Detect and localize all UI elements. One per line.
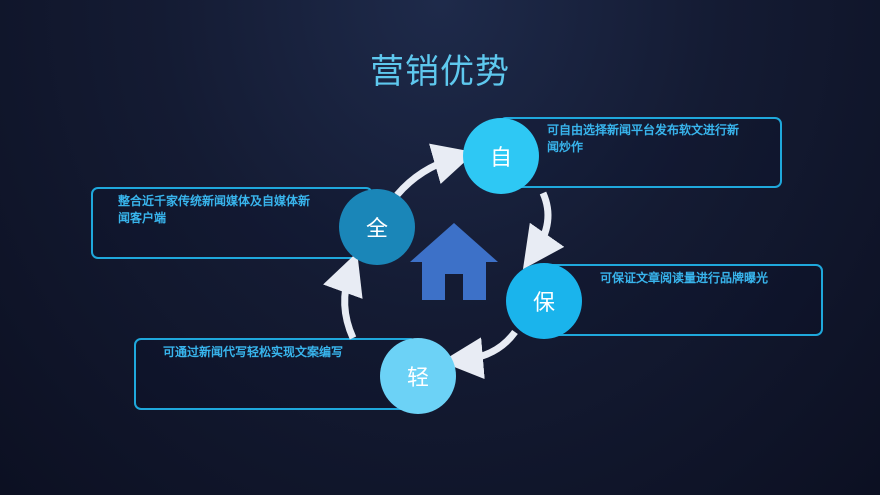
circle-zi: 自 xyxy=(463,118,539,194)
feature-box-bao xyxy=(540,264,823,336)
arrow-zi-to-bao xyxy=(522,191,565,270)
feature-box-quan xyxy=(91,187,373,259)
house-icon xyxy=(410,223,498,300)
feature-text-line: 闻炒作 xyxy=(547,140,584,154)
arrow-qing-to-quan xyxy=(323,252,363,340)
feature-text-quan: 整合近千家传统新闻媒体及自媒体新 闻客户端 xyxy=(118,193,338,227)
circle-quan: 全 xyxy=(339,189,415,265)
feature-text-line: 闻客户端 xyxy=(118,211,167,225)
feature-box-qing xyxy=(134,338,417,410)
circle-quan-label: 全 xyxy=(365,217,388,242)
feature-text-line: 整合近千家传统新闻媒体及自媒体新 xyxy=(118,194,311,208)
feature-text-line: 可保证文章阅读量进行品牌曝光 xyxy=(600,271,769,285)
feature-text-line: 可自由选择新闻平台发布软文进行新 xyxy=(547,123,740,137)
feature-box-zi xyxy=(499,117,782,188)
feature-text-qing: 可通过新闻代写轻松实现文案编写 xyxy=(163,344,403,361)
circle-bao: 保 xyxy=(506,263,582,339)
feature-text-zi: 可自由选择新闻平台发布软文进行新 闻炒作 xyxy=(547,122,767,156)
feature-text-bao: 可保证文章阅读量进行品牌曝光 xyxy=(600,270,820,287)
circle-qing-label: 轻 xyxy=(406,366,429,391)
page-title: 营销优势 xyxy=(370,52,510,92)
arrow-quan-to-zi xyxy=(394,143,476,198)
feature-text-line: 可通过新闻代写轻松实现文案编写 xyxy=(163,345,344,359)
circle-zi-label: 自 xyxy=(489,146,512,171)
circle-bao-label: 保 xyxy=(532,291,555,316)
arrow-bao-to-qing xyxy=(441,329,518,380)
circle-qing: 轻 xyxy=(380,338,456,414)
